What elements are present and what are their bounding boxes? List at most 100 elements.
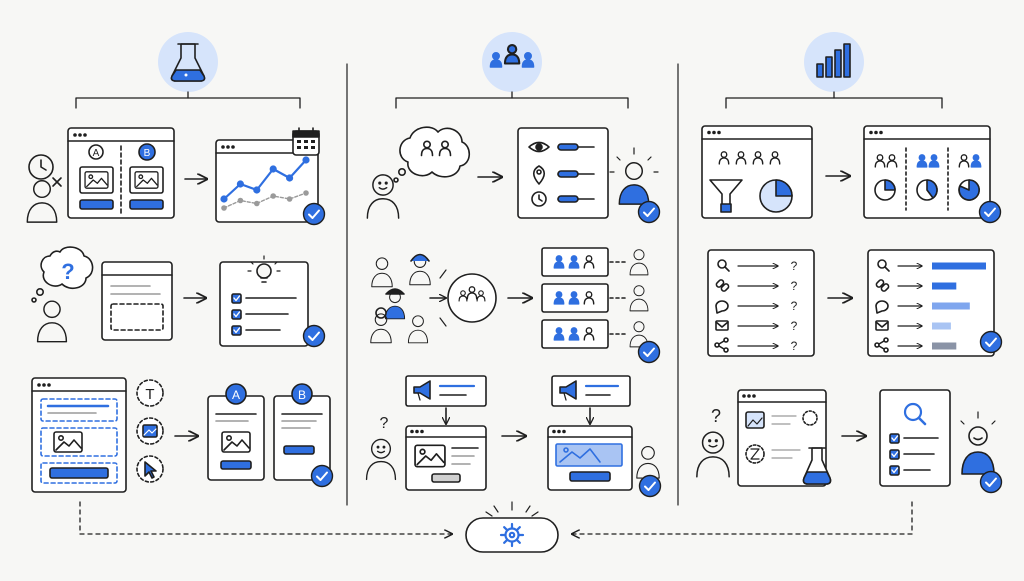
clock-icon: [28, 154, 62, 187]
participant-avatar: [407, 315, 429, 344]
user-avatar: [696, 431, 730, 478]
question-mark: ?: [711, 406, 721, 426]
data-point: [236, 180, 244, 188]
series-line: [222, 158, 308, 201]
mail-icon: [875, 320, 889, 331]
feedback-connector-left: [79, 501, 452, 534]
chat-icon: [875, 300, 889, 314]
data-point: [286, 174, 294, 182]
text-tool-label: T: [145, 386, 154, 403]
question-mark: ?: [61, 259, 74, 284]
question-mark: ?: [380, 415, 389, 432]
variant-b-label: B: [144, 148, 151, 159]
link-icon: [715, 279, 730, 292]
check-icon: [637, 340, 661, 364]
check-icon: [979, 330, 1003, 354]
check-icon: [302, 324, 326, 348]
question-mark: ?: [791, 259, 798, 273]
variant-a-label: A: [93, 148, 100, 159]
variant-b-label: B: [298, 388, 306, 402]
megaphone-icon: [559, 380, 577, 401]
bar-chart-icon: [816, 43, 851, 78]
funnel-dashboard: [701, 125, 813, 219]
question-mark: ?: [791, 299, 798, 313]
user-avatar: [365, 438, 397, 481]
check-icon: [637, 200, 661, 224]
flask-icon: [170, 43, 206, 82]
segment-group: [541, 247, 649, 277]
user-profile-card: [517, 127, 609, 219]
question-mark: ?: [791, 319, 798, 333]
result-bar: [932, 302, 970, 310]
variant-a-label: A: [232, 388, 240, 402]
image-tool-icon: [136, 417, 164, 445]
webpage-window: [547, 425, 633, 491]
participant-avatar: [384, 288, 406, 320]
check-icon: [310, 464, 334, 488]
user-avatar: [36, 300, 68, 343]
column-header-analytics: [725, 32, 943, 109]
clock-icon: [531, 191, 547, 207]
search-icon: [903, 402, 927, 426]
central-hub: [465, 501, 559, 553]
result-bar: [932, 282, 957, 290]
variant-b-page: B: [273, 383, 331, 481]
announcement-card: [551, 375, 631, 407]
search-icon: [877, 259, 890, 272]
results-chart-window: [215, 139, 319, 223]
segments-dashboard: [863, 125, 991, 219]
validated-checklist: [879, 389, 951, 487]
data-point: [303, 190, 309, 196]
participant-avatar: [370, 307, 392, 344]
calendar-icon: [292, 127, 320, 156]
column-header-user-research: [395, 32, 629, 109]
data-point: [253, 200, 260, 207]
location-pin-icon: [532, 165, 546, 185]
webpage-window: [405, 425, 487, 491]
search-icon: [717, 259, 730, 272]
segment-group: [541, 283, 649, 313]
pie-chart-icon: [759, 179, 793, 213]
thought-bubble: [31, 246, 94, 303]
data-point: [286, 196, 293, 202]
data-point: [221, 205, 227, 211]
data-point: [269, 165, 277, 173]
result-bar: [932, 322, 951, 330]
line-chart: [220, 156, 310, 211]
link-icon: [875, 279, 890, 292]
question-mark: ?: [791, 279, 798, 293]
column-header-experimentation: [75, 32, 301, 109]
channel-results-panel: [867, 249, 995, 357]
result-bar: [932, 342, 957, 350]
chat-icon: [715, 300, 729, 314]
announcement-card: [405, 375, 487, 407]
user-avatar: [636, 446, 660, 479]
flask-icon: [802, 447, 832, 485]
result-bars: [932, 262, 986, 350]
check-icon: [979, 470, 1003, 494]
data-point: [270, 193, 277, 199]
lightbulb-icon: [247, 255, 281, 283]
wireframe-form: [101, 261, 173, 341]
thought-bubble: [393, 126, 471, 183]
participant-pool: [439, 269, 497, 327]
participant-avatar: [409, 253, 431, 286]
ab-test-window: A B: [67, 127, 175, 219]
check-icon: [978, 200, 1002, 224]
data-point: [220, 195, 228, 203]
participant-avatar: [371, 257, 393, 288]
insight-checklist: [219, 255, 309, 347]
data-point: [253, 186, 261, 194]
gear-icon: [499, 522, 525, 548]
data-point: [237, 197, 244, 204]
cursor-tool-icon: [136, 455, 164, 483]
segment-group: [541, 319, 649, 349]
result-bar: [932, 262, 986, 270]
series-line: [223, 192, 307, 209]
check-icon: [638, 474, 662, 498]
data-point: [302, 156, 310, 164]
hypothesis-card: [737, 389, 827, 487]
people-group-icon: [489, 43, 535, 68]
